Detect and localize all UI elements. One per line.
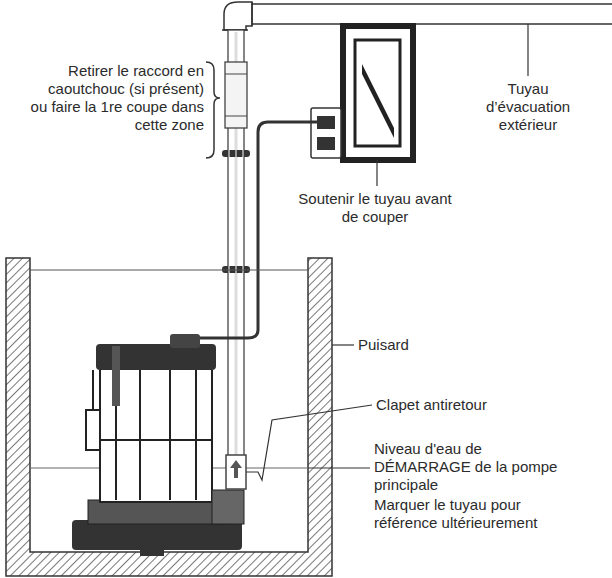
- discharge-pipe-label: Tuyau d’évacuation extérieur: [478, 80, 578, 134]
- discharge-pipe: [236, 4, 612, 24]
- mark-note: Marquer le tuyau pour référence ultérieu…: [374, 496, 574, 532]
- wall-window: [343, 26, 413, 160]
- sump-pit: [6, 258, 332, 576]
- electrical-outlet: [311, 108, 341, 158]
- check-valve-label: Clapet antiretour: [376, 396, 576, 414]
- sump-label: Puisard: [358, 336, 478, 354]
- sump-pump: [72, 334, 244, 556]
- support-note: Soutenir le tuyau avant de couper: [290, 190, 460, 226]
- zone-bracket: [206, 62, 220, 158]
- check-valve: [226, 455, 246, 489]
- pipe-elbow: [224, 2, 252, 30]
- water-level-label: Niveau d'eau de DÉMARRAGE de la pompe pr…: [374, 440, 574, 494]
- pipe-clamp: [222, 150, 250, 273]
- rubber-coupling: [225, 62, 247, 128]
- power-cord: [186, 122, 318, 346]
- cut-zone-note: Retirer le raccord en caoutchouc (si pré…: [28, 62, 204, 134]
